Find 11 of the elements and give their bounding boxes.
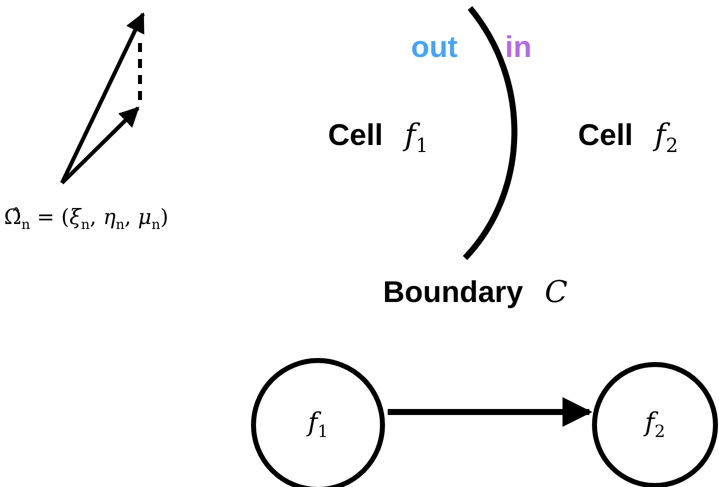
direction-formula: Ω̂$_{n}$ = (ξ$_{n}$, η$_{n}$, μ$_{n}$) [4, 205, 168, 234]
node-circle [592, 362, 718, 487]
side-label: out [411, 30, 458, 66]
boundary-label: Boundary C [383, 275, 568, 311]
node-label: f$_{2}$ [644, 408, 666, 442]
cell-label: Cell f$_{2}$ [578, 118, 678, 158]
arrow [388, 397, 592, 427]
cell-label: Cell f$_{1}$ [328, 118, 428, 158]
side-label: in [505, 30, 532, 66]
node-label: f$_{1}$ [308, 408, 328, 442]
node-circle [251, 358, 385, 487]
